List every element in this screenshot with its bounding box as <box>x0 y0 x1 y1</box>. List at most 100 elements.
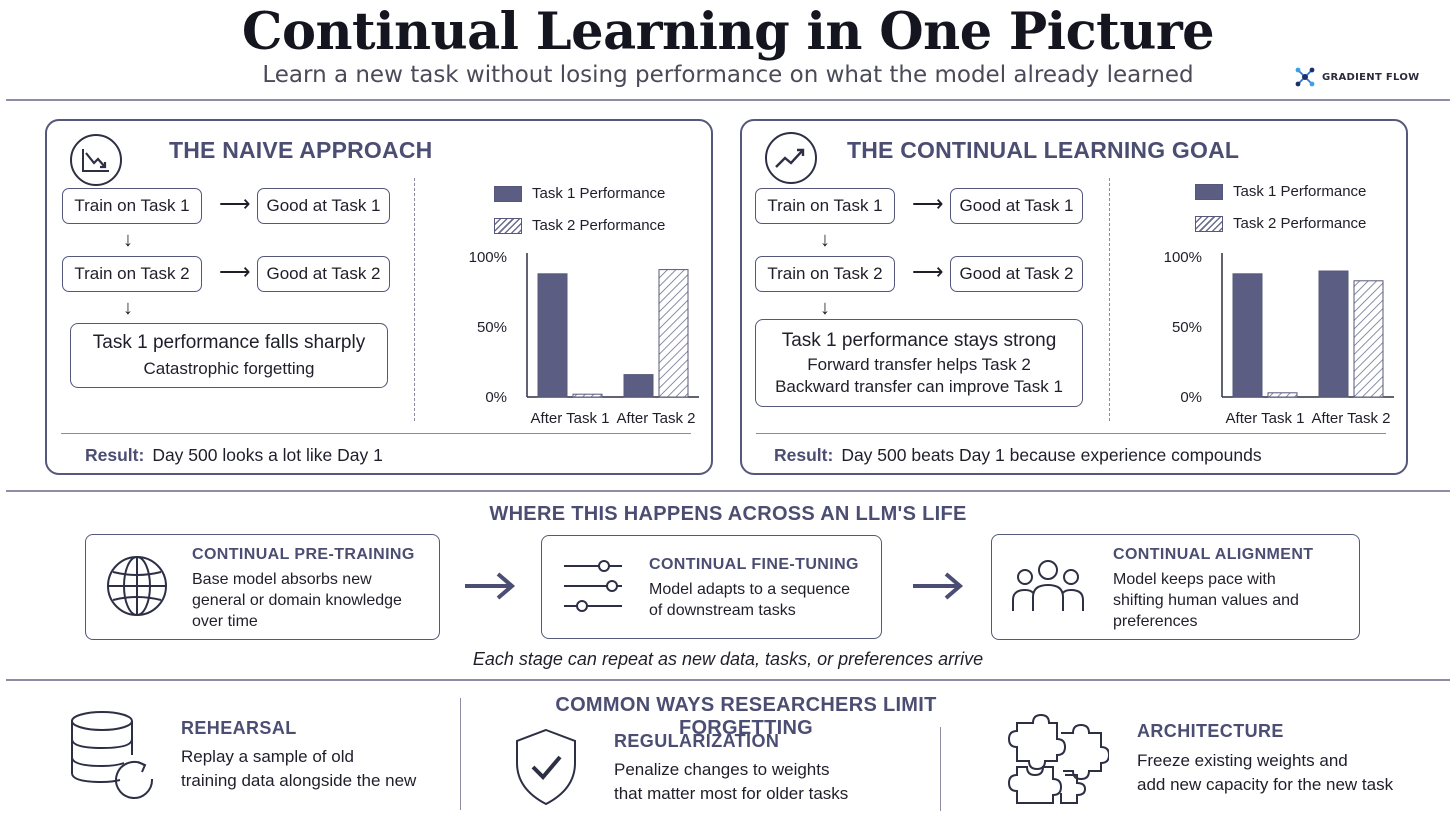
stage-alignment: CONTINUAL ALIGNMENT Model keeps pace wit… <box>991 534 1360 640</box>
sliders-icon <box>564 560 622 612</box>
arrow-right-icon: ⟶ <box>219 259 251 284</box>
result-text: Day 500 looks a lot like Day 1 <box>152 445 383 465</box>
legend-label: Task 1 Performance <box>532 185 666 202</box>
result-label: Result: <box>85 445 145 465</box>
logo-text: GRADIENT FLOW <box>1322 71 1420 83</box>
stage-line: preferences <box>1113 613 1198 630</box>
naive-good-task2: Good at Task 2 <box>257 256 390 292</box>
stage-description: Model keeps pace with shifting human val… <box>1113 569 1299 632</box>
stage-line: Model keeps pace with <box>1113 571 1276 588</box>
bar-task2 <box>658 269 689 398</box>
result-divider <box>756 433 1386 434</box>
arrow-down-icon: ↓ <box>123 297 133 319</box>
result-label: Result: <box>774 445 834 465</box>
goal-train-task2: Train on Task 2 <box>755 256 895 292</box>
goal-train-task1: Train on Task 1 <box>755 188 895 224</box>
stage-description: Base model absorbs new general or domain… <box>192 569 402 632</box>
arrow-right-icon: ⟶ <box>219 191 251 216</box>
bar-task2 <box>1267 392 1298 398</box>
legend-label: Task 2 Performance <box>532 217 666 234</box>
y-tick-label: 50% <box>1172 319 1202 336</box>
shield-check-icon <box>516 728 576 806</box>
gradient-flow-logo: GRADIENT FLOW <box>1294 66 1424 88</box>
bar-task1 <box>623 374 654 398</box>
naive-train-task2: Train on Task 2 <box>62 256 202 292</box>
legend-swatch <box>494 185 522 202</box>
database-refresh-icon <box>71 711 154 799</box>
legend-item-task1: Task 1 Performance <box>494 185 665 202</box>
y-tick-label: 0% <box>1180 389 1202 406</box>
legend-swatch <box>1195 215 1223 232</box>
panel-divider <box>414 178 415 421</box>
stage-line: general or domain knowledge <box>192 592 402 609</box>
flow-arrow-icon <box>913 572 964 600</box>
goal-outcome-line: Task 1 performance stays strong <box>781 329 1057 351</box>
arrow-right-icon: ⟶ <box>912 259 944 284</box>
goal-result: Result: Day 500 beats Day 1 because exper… <box>774 445 1262 466</box>
x-tick-label: After Task 1 <box>1226 410 1305 427</box>
naive-outcome-line: Catastrophic forgetting <box>143 359 315 378</box>
stage-line: over time <box>192 613 258 630</box>
legend-item-task1: Task 1 Performance <box>1195 183 1366 200</box>
stage-title: CONTINUAL ALIGNMENT <box>1113 546 1314 563</box>
y-tick-label: 50% <box>477 319 507 336</box>
flow-arrow-icon <box>465 572 516 600</box>
goal-outcome-line: Backward transfer can improve Task 1 <box>775 376 1063 396</box>
naive-result: Result: Day 500 looks a lot like Day 1 <box>85 445 383 466</box>
stage-line: shifting human values and <box>1113 592 1299 609</box>
people-icon <box>1012 560 1084 611</box>
legend-label: Task 2 Performance <box>1233 215 1367 232</box>
trend-down-icon <box>70 134 122 186</box>
goal-title: THE CONTINUAL LEARNING GOAL <box>847 137 1240 163</box>
stage-finetuning: CONTINUAL FINE-TUNING Model adapts to a … <box>541 535 882 639</box>
method-line: Replay a sample of old <box>181 747 354 766</box>
lifecycle-note: Each stage can repeat as new data, tasks… <box>472 649 984 669</box>
stage-title: CONTINUAL FINE-TUNING <box>649 556 859 573</box>
stage-line: of downstream tasks <box>649 602 796 619</box>
naive-train-task1: Train on Task 1 <box>62 188 202 224</box>
arrow-right-icon: ⟶ <box>912 191 944 216</box>
naive-approach-panel: THE NAIVE APPROACH Train on Task 1 ⟶ Goo… <box>45 119 713 475</box>
method-line: add new capacity for the new task <box>1137 775 1394 794</box>
legend-swatch <box>1195 183 1223 200</box>
y-tick-label: 0% <box>485 389 507 406</box>
naive-title: THE NAIVE APPROACH <box>169 137 433 163</box>
section-divider <box>6 490 1450 492</box>
naive-outcome-line: Task 1 performance falls sharply <box>92 332 366 353</box>
method-line: Penalize changes to weights <box>614 760 830 779</box>
legend-label: Task 1 Performance <box>1233 183 1367 200</box>
arrow-down-icon: ↓ <box>123 229 133 251</box>
naive-outcome-box: Task 1 performance falls sharply Catastr… <box>70 323 388 388</box>
methods-title: COMMON WAYS RESEARCHERS LIMIT FORGETTING <box>555 694 937 739</box>
stage-title: CONTINUAL PRE-TRAINING <box>192 546 415 563</box>
goal-outcome-box: Task 1 performance stays strong Forward … <box>755 319 1083 407</box>
method-title: REHEARSAL <box>181 718 297 738</box>
globe-icon <box>107 556 167 616</box>
method-line: that matter most for older tasks <box>614 784 849 803</box>
x-tick-label: After Task 2 <box>617 410 696 427</box>
naive-good-task1: Good at Task 1 <box>257 188 390 224</box>
method-description: Penalize changes to weights that matter … <box>614 758 848 806</box>
stage-description: Model adapts to a sequence of downstream… <box>649 579 850 621</box>
bar-task1 <box>1232 273 1263 398</box>
bar-task1 <box>537 273 568 398</box>
method-line: Freeze existing weights and <box>1137 751 1348 770</box>
goal-outcome-line: Forward transfer helps Task 2 <box>807 354 1031 374</box>
arrow-down-icon: ↓ <box>820 297 830 319</box>
network-logo-icon <box>1295 67 1315 87</box>
x-tick-label: After Task 1 <box>531 410 610 427</box>
page-title: Continual Learning in One Picture <box>241 2 1215 62</box>
legend-item-task2: Task 2 Performance <box>494 217 665 234</box>
method-divider <box>460 698 461 810</box>
bar-task1 <box>1318 270 1349 398</box>
stage-pretraining: CONTINUAL PRE-TRAINING Base model absorb… <box>85 534 440 640</box>
goal-good-task2: Good at Task 2 <box>950 256 1083 292</box>
trend-up-icon <box>765 132 817 184</box>
y-tick-label: 100% <box>1164 249 1202 266</box>
result-text: Day 500 beats Day 1 because experience c… <box>841 445 1262 465</box>
arrow-down-icon: ↓ <box>820 229 830 251</box>
puzzle-icon <box>1007 713 1109 804</box>
panel-divider <box>1109 178 1110 421</box>
